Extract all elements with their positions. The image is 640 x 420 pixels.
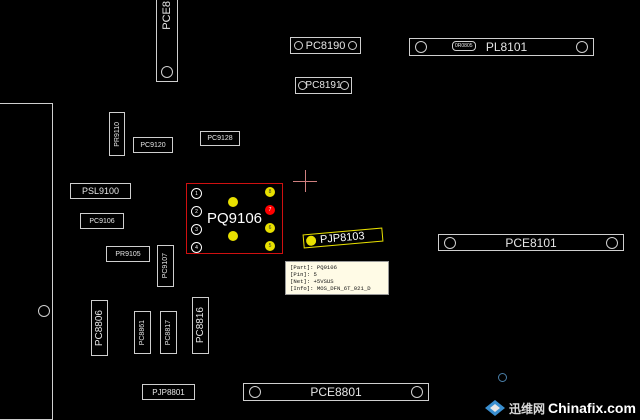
crosshair-cursor-icon [305, 170, 306, 192]
pad [606, 237, 618, 249]
watermark: 迅维网 Chinafix.com [482, 396, 640, 420]
component-label: PCE8101 [505, 235, 557, 250]
pin-8[interactable]: 8 [265, 187, 275, 197]
pad [340, 81, 349, 90]
component-pc9106[interactable]: PC9106 [80, 213, 124, 229]
component-pce8-top[interactable]: PCE8 [156, 0, 178, 82]
component-label: PC8190 [305, 39, 346, 52]
component-label: PC9106 [89, 217, 115, 225]
component-pc8190[interactable]: PC8190 [290, 37, 361, 54]
component-pc9120[interactable]: PC9120 [133, 137, 173, 153]
component-pce8101[interactable]: PCE8101 [438, 234, 624, 251]
pin-5[interactable]: 5 [265, 241, 275, 251]
component-label: PCE8 [161, 1, 173, 30]
pad [576, 41, 588, 53]
component-label: PJP8801 [152, 387, 185, 397]
component-label: PC9128 [207, 135, 233, 142]
component-label: PL8101 [485, 40, 528, 54]
thermal-pad [228, 231, 238, 241]
board-edge-outline [0, 103, 53, 420]
component-label: PC8861 [139, 319, 146, 346]
component-pc8861[interactable]: PC8861 [134, 311, 151, 354]
component-pc9107[interactable]: PC9107 [157, 245, 174, 287]
tooltip-pin: [Pin]: 5 [290, 271, 317, 278]
pin-7-highlighted[interactable]: 7 [265, 205, 275, 215]
via-icon [498, 373, 507, 382]
pad [298, 81, 307, 90]
pin-1[interactable]: 1 [191, 188, 202, 199]
component-pc8816[interactable]: PC8816 [192, 297, 209, 354]
pin-4[interactable]: 4 [191, 242, 202, 253]
component-psl9100[interactable]: PSL9100 [70, 183, 131, 199]
component-label: PC8816 [195, 307, 206, 344]
pin-2[interactable]: 2 [191, 206, 202, 217]
component-label: PCE8801 [310, 385, 362, 399]
pad [411, 386, 423, 398]
component-pl8101[interactable]: 0R0805 PL8101 [409, 38, 594, 56]
component-label: PSL9100 [81, 186, 120, 196]
tooltip-net: [Net]: +5VSUS [290, 278, 334, 285]
tooltip-info: [Info]: MOS_DFN_6T_021_D [290, 285, 371, 292]
pin-6[interactable]: 6 [265, 223, 275, 233]
component-pr9110[interactable]: PR9110 [109, 112, 125, 156]
component-label: PC9107 [162, 253, 169, 279]
pad [444, 237, 456, 249]
component-pc9128[interactable]: PC9128 [200, 131, 240, 146]
pin-3[interactable]: 3 [191, 224, 202, 235]
component-label: PR9105 [115, 250, 141, 258]
pad [294, 41, 303, 50]
pad-highlighted [305, 235, 317, 247]
component-pr9105[interactable]: PR9105 [106, 246, 150, 262]
component-label: PC8806 [94, 309, 105, 347]
component-label: PC8817 [165, 319, 172, 346]
tooltip-part: [Part]: PQ9106 [290, 264, 337, 271]
component-label: PC9120 [140, 141, 166, 149]
watermark-en-text: Chinafix.com [548, 400, 636, 416]
chinafix-logo-icon [485, 400, 505, 416]
component-pjp8801[interactable]: PJP8801 [142, 384, 195, 400]
component-label: PQ9106 [206, 210, 263, 227]
watermark-cn-text: 迅维网 [509, 401, 546, 416]
pad [249, 386, 261, 398]
pad [415, 41, 427, 53]
thermal-pad [228, 197, 238, 207]
pad [348, 41, 357, 50]
component-sublabel: 0R0805 [452, 41, 476, 51]
pad [161, 66, 173, 78]
component-pjp8103[interactable]: PJP8103 [302, 227, 384, 249]
component-pc8817[interactable]: PC8817 [160, 311, 177, 354]
component-label: PR9110 [113, 121, 121, 147]
component-label: PC8191 [305, 80, 342, 91]
component-pq9106-selected[interactable]: PQ9106 1 2 3 4 8 7 6 5 [186, 183, 283, 254]
component-pc8806[interactable]: PC8806 [91, 300, 108, 356]
component-pc8191[interactable]: PC8191 [295, 77, 352, 94]
mount-hole-pad [38, 305, 50, 317]
component-pce8801[interactable]: PCE8801 [243, 383, 429, 401]
component-label: PJP8103 [319, 230, 366, 246]
part-info-tooltip: [Part]: PQ9106 [Pin]: 5 [Net]: +5VSUS [I… [285, 261, 389, 295]
